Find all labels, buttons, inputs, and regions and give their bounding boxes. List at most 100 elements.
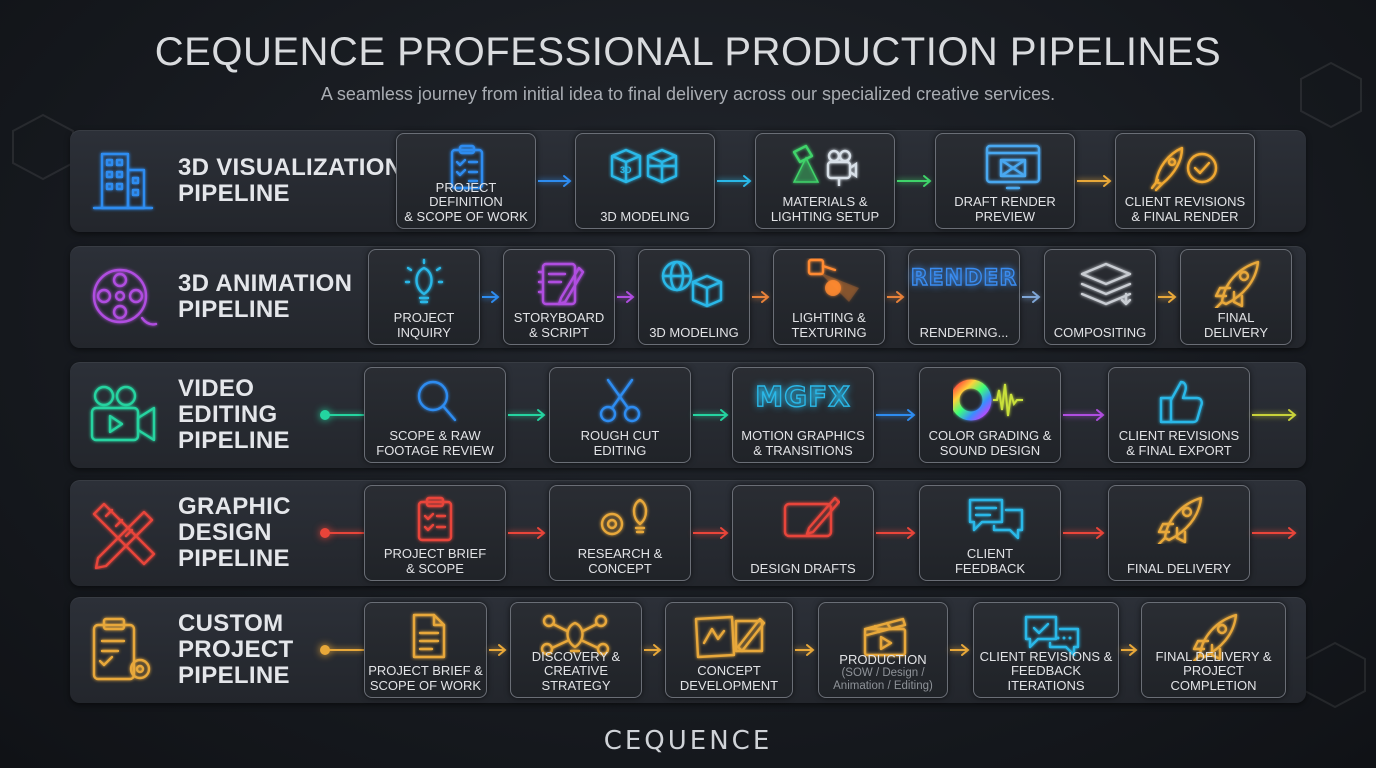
pipeline-start-line xyxy=(328,532,364,534)
step-sublabel-line: (SOW / Design / xyxy=(841,667,925,679)
step-label-line: FINAL DELIVERY & xyxy=(1155,648,1272,664)
flow-arrow xyxy=(717,175,752,187)
pipeline-step: PROJECT BRIEF &SCOPE OF WORK xyxy=(364,602,487,698)
pipeline-title-line: EDITING xyxy=(178,401,278,428)
step-label: COLOR GRADING &SOUND DESIGN xyxy=(922,428,1058,458)
step-label-line: MATERIALS & xyxy=(782,194,868,209)
step-label-line: CLIENT REVISIONS xyxy=(1124,194,1246,209)
step-label: CLIENT REVISIONS &FEEDBACK ITERATIONS xyxy=(976,649,1116,694)
pipeline-step: CLIENT REVISIONS& FINAL EXPORT xyxy=(1108,367,1250,463)
storyboard-pen-icon xyxy=(537,262,585,306)
pipeline-title-line: PIPELINE xyxy=(178,545,290,572)
step-label-line: FOOTAGE REVIEW xyxy=(376,442,494,458)
pipeline-title-line: PROJECT xyxy=(178,636,294,663)
pipeline-step: DISCOVERY &CREATIVE STRATEGY xyxy=(510,602,642,698)
step-label-line: CONCEPT xyxy=(588,560,652,576)
step-label-line: 3D MODELING xyxy=(600,208,690,224)
step-label-line: ROUGH CUT xyxy=(580,428,660,443)
pencil-ruler-icon xyxy=(92,502,156,570)
flow-arrow xyxy=(1022,291,1041,303)
step-label-line: PROJECT BRIEF xyxy=(383,546,487,561)
pipeline-step: COLOR GRADING &SOUND DESIGN xyxy=(919,367,1061,463)
pipeline-step: RENDER RENDERING... xyxy=(908,249,1020,345)
pipeline-title-line: PIPELINE xyxy=(178,662,290,689)
step-label-line: LIGHTING SETUP xyxy=(770,208,880,224)
pipeline-title-line: VIDEO xyxy=(178,375,255,402)
step-label-line: SCOPE & RAW xyxy=(389,428,481,443)
pipeline-start-line xyxy=(328,414,364,416)
step-label-line: PROJECT COMPLETION xyxy=(1170,663,1257,693)
pipeline-step: FINAL DELIVERY xyxy=(1108,485,1250,581)
flow-arrow xyxy=(489,644,507,656)
step-label: PRODUCTION(SOW / Design /Animation / Edi… xyxy=(821,652,945,694)
svg-text:3D: 3D xyxy=(620,165,632,175)
step-label: STORYBOARD& SCRIPT xyxy=(506,310,612,340)
pipeline-step: 3D MODELING xyxy=(638,249,750,345)
step-label-line: FEEDBACK ITERATIONS xyxy=(1007,663,1085,693)
gear-bulb-icon xyxy=(600,498,648,536)
pipeline-start-line xyxy=(328,649,364,651)
pipeline-start-dot xyxy=(320,410,330,420)
step-label-line: & TRANSITIONS xyxy=(753,442,853,458)
mgfx-text-icon: MGFX xyxy=(755,379,851,413)
render-text-icon: RENDER xyxy=(910,265,1018,291)
step-label-line: EDITING xyxy=(593,442,647,458)
step-label: 3D MODELING xyxy=(578,208,712,225)
spotlight-icon xyxy=(807,258,859,302)
step-label: CLIENT REVISIONS& FINAL RENDER xyxy=(1118,194,1252,224)
step-label-line: & SCOPE xyxy=(406,560,464,576)
pipeline-title-line: PIPELINE xyxy=(178,296,290,323)
pipeline-step: 3D 3D MODELING xyxy=(575,133,715,229)
document-icon xyxy=(412,613,445,659)
clipboard-gear-icon xyxy=(92,617,151,681)
chat-bubbles-icon xyxy=(968,498,1024,540)
clipboard-checklist-icon xyxy=(450,144,484,190)
step-label-line: PROJECT DEFINITION xyxy=(429,179,503,209)
step-label-line: CLIENT REVISIONS xyxy=(1118,428,1240,443)
step-label-line: INQUIRY xyxy=(397,324,451,340)
lightbulb-icon xyxy=(404,258,444,304)
hexagon-decoration xyxy=(1300,61,1362,129)
step-label: PROJECT BRIEF& SCOPE xyxy=(367,546,503,576)
pipeline-title-line: 3D ANIMATION xyxy=(178,270,353,297)
step-label-line: PREVIEW xyxy=(975,208,1035,224)
step-label-line: SCOPE OF WORK xyxy=(369,677,482,693)
hexagon-decoration xyxy=(12,113,74,181)
step-label: LIGHTING &TEXTURING xyxy=(776,310,882,340)
step-label-line: DRAFT RENDER xyxy=(954,194,1056,209)
scissors-icon xyxy=(599,378,641,423)
step-label-line: CREATIVE STRATEGY xyxy=(541,663,611,693)
step-label-line: & SCRIPT xyxy=(529,324,589,340)
step-label-line: DELIVERY xyxy=(1203,324,1269,340)
bulb-network-icon xyxy=(540,614,610,656)
flow-arrow xyxy=(1121,644,1138,656)
flow-arrow xyxy=(1252,527,1297,539)
pipeline-step: CLIENT REVISIONS& FINAL RENDER xyxy=(1115,133,1255,229)
page-title: CEQUENCE PROFESSIONAL PRODUCTION PIPELIN… xyxy=(154,30,1222,74)
flow-arrow xyxy=(1252,409,1297,421)
rocket-icon xyxy=(1192,613,1237,661)
globe-cube-icon xyxy=(661,260,723,308)
flow-arrow xyxy=(693,409,729,421)
pipeline-title-line: CUSTOM xyxy=(178,610,284,637)
flow-arrow xyxy=(482,291,500,303)
flow-arrow xyxy=(752,291,770,303)
step-label-line: DISCOVERY & xyxy=(531,648,621,664)
step-label: RENDERING... xyxy=(911,325,1017,341)
pipeline-title-line: PIPELINE xyxy=(178,180,290,207)
pipeline-title-line: GRAPHIC xyxy=(178,493,291,520)
